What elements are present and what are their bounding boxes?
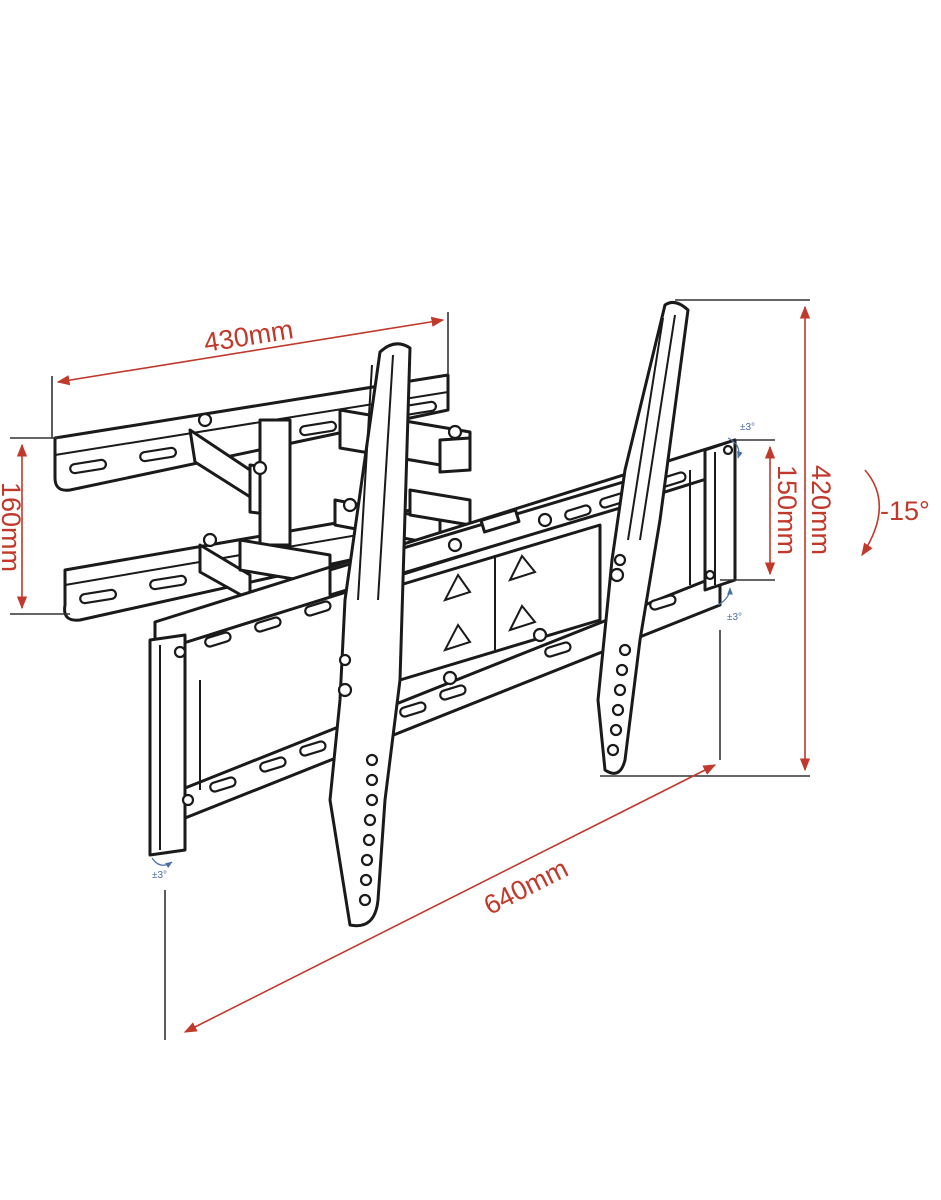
max-height-label: 420mm (806, 465, 836, 555)
tv-frame-height-label: 150mm (772, 465, 802, 555)
tilt-label: -15° (880, 496, 930, 526)
tolerance-top-right-label: ±3° (740, 422, 755, 433)
tolerance-left-bottom-label: ±3° (152, 870, 167, 881)
wall-plate-height-label: 160mm (0, 482, 26, 572)
tolerance-arcs (151, 437, 743, 868)
dimension-arrows (16, 305, 881, 1033)
tolerance-right-lower-label: ±3° (727, 612, 742, 623)
max-width-label: 640mm (479, 853, 573, 921)
